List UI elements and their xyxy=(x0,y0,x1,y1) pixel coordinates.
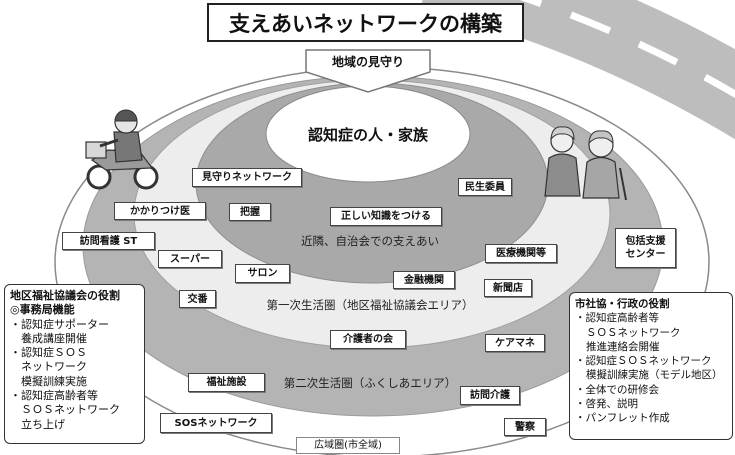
node-houkatsu-line: 包括支援 xyxy=(625,236,666,247)
panel-line: ・認知症ＳＯＳネットワーク xyxy=(575,355,712,368)
right-panel-item: ・全体での研修会 xyxy=(575,383,727,397)
node-shinbun: 新聞店 xyxy=(484,279,532,297)
node-houkatsu-line: センター xyxy=(625,249,666,260)
left-panel-subtitle: ◎事務局機能 xyxy=(10,303,75,317)
node-super: スーパー xyxy=(158,250,222,268)
zone-label-primary: 第一次生活圏（地区福祉協議会エリア） xyxy=(266,298,474,312)
panel-line: ＳＯＳネットワーク xyxy=(586,326,681,339)
scooter-rider-icon xyxy=(85,109,159,190)
node-mimamori-network: 見守りネットワーク xyxy=(192,168,302,187)
panel-line: 推進連絡会開催 xyxy=(586,340,660,353)
right-panel-item: ・パンフレット作成 xyxy=(575,411,727,425)
panel-line: 養成講座開催 xyxy=(21,331,87,345)
zone-label-neighborhood: 近隣、自治会での支えあい xyxy=(301,234,439,248)
left-panel-item: ・認知症ＳＯＳ ネットワーク 模擬訓練実施 xyxy=(10,346,139,389)
panel-line: ・認知症高齢者等 xyxy=(575,312,659,325)
node-kouban: 交番 xyxy=(179,290,216,308)
right-panel-item: ・認知症高齢者等 ＳＯＳネットワーク 推進連絡会開催 xyxy=(575,311,727,354)
left-panel-item: ・認知症サポーター 養成講座開催 xyxy=(10,318,139,347)
node-houmon-kango: 訪問看護 ST xyxy=(62,232,155,250)
panel-line: 模擬訓練実施 xyxy=(21,374,87,388)
node-houmon-kaigo: 訪問介護 xyxy=(460,386,520,405)
road-center-line xyxy=(519,0,735,98)
panel-line: ・認知症高齢者等 xyxy=(10,389,98,403)
zone-label-wide: 広域圏(市全域) xyxy=(296,437,400,454)
right-panel-item: ・認知症ＳＯＳネットワーク 模擬訓練実施（モデル地区） xyxy=(575,354,727,383)
panel-line: ・パンフレット作成 xyxy=(575,412,670,425)
left-panel-title: 地区福祉協議会の役割 xyxy=(10,289,120,302)
node-caremane: ケアマネ xyxy=(485,334,545,352)
zone-label-secondary: 第二次生活圏（ふくしあエリア） xyxy=(283,376,457,390)
right-panel-item: ・啓発、説明 xyxy=(575,397,727,411)
panel-line: ＳＯＳネットワーク xyxy=(21,403,120,417)
elderly-couple-icon xyxy=(544,126,627,201)
left-panel-item: ・認知症高齢者等 ＳＯＳネットワーク 立ち上げ xyxy=(10,389,139,432)
node-keisatsu: 警察 xyxy=(504,418,546,436)
panel-line: ネットワーク xyxy=(21,360,87,374)
road-icon xyxy=(420,0,735,140)
node-kakaritsuke: かかりつけ医 xyxy=(114,202,206,220)
node-kaigosha: 介護者の会 xyxy=(330,330,406,349)
node-iryou: 医療機関等 xyxy=(485,244,557,263)
panel-line: ・認知症サポーター xyxy=(10,317,109,331)
panel-line: ・啓発、説明 xyxy=(575,398,638,411)
node-minsei: 民生委員 xyxy=(458,178,512,196)
node-knowledge: 正しい知識をつける xyxy=(330,207,442,226)
node-kinyuu: 金融機関 xyxy=(393,271,455,289)
center-label: 認知症の人・家族 xyxy=(307,126,428,144)
node-salon: サロン xyxy=(235,264,290,283)
top-arrow-label: 地域の見守り xyxy=(331,55,404,69)
panel-line: ・認知症ＳＯＳ xyxy=(10,346,87,360)
panel-line: ・全体での研修会 xyxy=(575,383,659,396)
panel-line: 模擬訓練実施（モデル地区） xyxy=(586,369,723,382)
right-role-panel: 市社協・行政の役割 ・認知症高齢者等 ＳＯＳネットワーク 推進連絡会開催 ・認知… xyxy=(569,292,733,440)
diagram-title: 支えあいネットワークの構築 xyxy=(207,3,524,42)
panel-line: 立ち上げ xyxy=(21,417,65,431)
node-fukushi: 福祉施設 xyxy=(188,373,265,392)
down-arrow-shape xyxy=(305,49,431,93)
left-role-panel: 地区福祉協議会の役割 ◎事務局機能 ・認知症サポーター 養成講座開催 ・認知症Ｓ… xyxy=(4,284,145,444)
node-haaku: 把握 xyxy=(229,203,271,221)
node-sos-network: SOSネットワーク xyxy=(160,413,272,433)
right-panel-title: 市社協・行政の役割 xyxy=(575,298,670,310)
node-houkatsu: 包括支援 センター xyxy=(615,228,676,268)
